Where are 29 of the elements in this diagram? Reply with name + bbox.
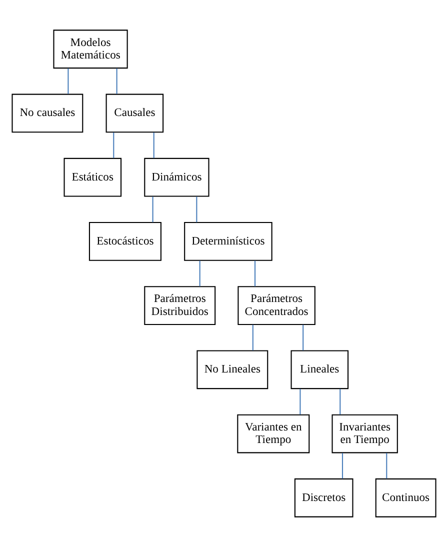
connector [113, 132, 114, 158]
connector [68, 68, 69, 94]
node-box: Determinísticos [184, 222, 272, 260]
node-box: Parámetros Distribuidos [144, 286, 216, 324]
connector [252, 324, 254, 350]
connector [116, 68, 118, 94]
node-box: Dinámicos [144, 157, 210, 196]
node-box: Estocásticos [88, 222, 162, 260]
node-box: Parámetros Concentrados [238, 286, 316, 324]
connector [196, 196, 198, 222]
connector [386, 452, 388, 478]
node-box: Invariantes en Tiempo [332, 414, 398, 453]
connector [152, 196, 154, 222]
node-box: Modelos Matemáticos [53, 29, 128, 68]
node-box: No causales [12, 93, 84, 132]
connector [254, 260, 256, 286]
connector [199, 260, 200, 286]
connector [302, 324, 304, 350]
node-box: Lineales [290, 350, 349, 389]
node-box: No Lineales [196, 350, 268, 389]
node-box: Variantes en Tiempo [237, 414, 310, 453]
connector [153, 132, 154, 158]
node-box: Estáticos [64, 157, 122, 196]
connector [342, 452, 344, 478]
connector [300, 388, 301, 414]
node-box: Continuos [375, 478, 436, 517]
node-box: Discretos [294, 478, 354, 517]
connector [340, 388, 341, 414]
node-box: Causales [106, 93, 164, 132]
